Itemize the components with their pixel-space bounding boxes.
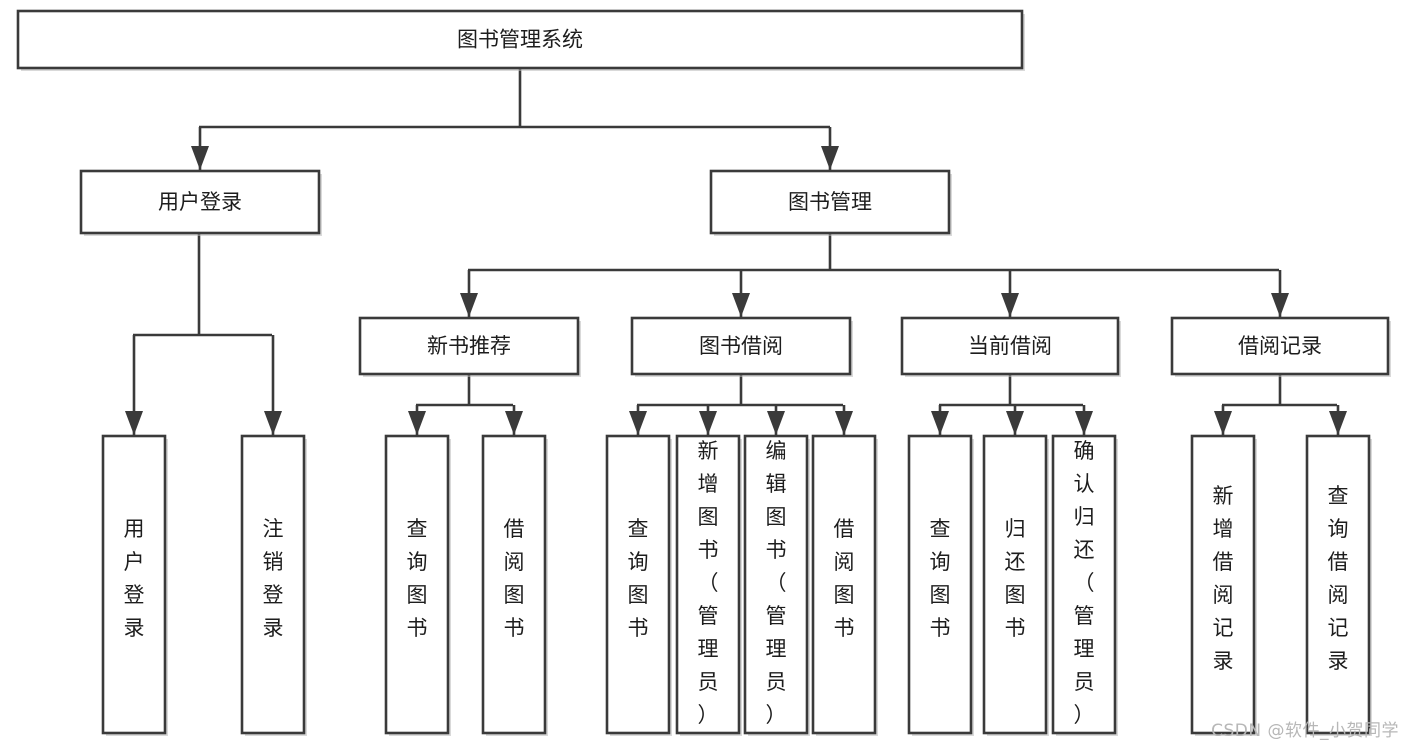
node-rect-leaf-query-book-recommend[interactable]	[384, 434, 450, 735]
node-book-borrow[interactable]: 图书借阅	[630, 316, 853, 377]
arrow-head-icon-leaf-query-borrow-record	[1329, 411, 1347, 435]
node-leaf-user-login[interactable]: 用户登录	[101, 434, 168, 736]
node-rect-root[interactable]	[16, 9, 1024, 70]
node-rect-leaf-add-book-admin[interactable]	[675, 434, 741, 735]
arrow-head-icon-leaf-query-book-current	[931, 411, 949, 435]
node-rect-leaf-borrow-book[interactable]	[811, 434, 877, 735]
node-rect-leaf-user-login[interactable]	[101, 434, 167, 735]
arrow-head-icon-new-book-recommend	[460, 293, 478, 317]
connector-arrowheads	[125, 146, 1347, 435]
arrow-head-icon-leaf-borrow-book-recommend	[505, 411, 523, 435]
node-label-leaf-edit-book-admin: 编辑图书（管理员）	[766, 439, 787, 727]
arrow-head-icon-book-management	[821, 146, 839, 170]
node-rect-leaf-edit-book-admin[interactable]	[743, 434, 809, 735]
node-label-leaf-add-book-admin: 新增图书（管理员）	[698, 439, 719, 727]
arrow-head-icon-leaf-add-borrow-record	[1214, 411, 1232, 435]
node-label-leaf-confirm-return-admin: 确认归还（管理员）	[1074, 439, 1095, 727]
node-label-new-book-recommend: 新书推荐	[427, 334, 511, 358]
node-leaf-logout-login[interactable]: 注销登录	[240, 434, 307, 736]
node-label-book-borrow: 图书借阅	[699, 334, 783, 358]
node-leaf-query-borrow-record[interactable]: 查询借阅记录	[1305, 434, 1372, 736]
node-rect-leaf-query-book-current[interactable]	[907, 434, 973, 735]
arrow-head-icon-leaf-query-book-recommend	[408, 411, 426, 435]
node-label-leaf-add-borrow-record: 新增借阅记录	[1213, 484, 1234, 673]
node-leaf-query-book-borrow[interactable]: 查询图书	[605, 434, 672, 736]
node-rect-book-management[interactable]	[709, 169, 951, 235]
node-label-leaf-logout-login: 注销登录	[263, 517, 284, 640]
node-rect-leaf-query-borrow-record[interactable]	[1305, 434, 1371, 735]
node-current-borrow[interactable]: 当前借阅	[900, 316, 1121, 377]
node-leaf-query-book-current[interactable]: 查询图书	[907, 434, 974, 736]
node-label-leaf-query-borrow-record: 查询借阅记录	[1328, 484, 1349, 673]
node-leaf-edit-book-admin[interactable]: 编辑图书（管理员）	[743, 434, 810, 736]
node-rect-book-borrow[interactable]	[630, 316, 852, 376]
node-leaf-add-book-admin[interactable]: 新增图书（管理员）	[675, 434, 742, 736]
node-leaf-borrow-book[interactable]: 借阅图书	[811, 434, 878, 736]
node-rect-leaf-logout-login[interactable]	[240, 434, 306, 735]
node-label-leaf-borrow-book-recommend: 借阅图书	[504, 517, 525, 640]
arrow-head-icon-leaf-user-login	[125, 411, 143, 435]
node-label-leaf-return-book: 归还图书	[1005, 517, 1026, 640]
node-rect-leaf-confirm-return-admin[interactable]	[1051, 434, 1117, 735]
node-rect-user-login[interactable]	[79, 169, 321, 235]
node-label-leaf-query-book-current: 查询图书	[930, 517, 951, 640]
node-label-leaf-user-login: 用户登录	[124, 517, 145, 640]
arrow-head-icon-current-borrow	[1001, 293, 1019, 317]
node-leaf-add-borrow-record[interactable]: 新增借阅记录	[1190, 434, 1257, 736]
arrow-head-icon-leaf-return-book	[1006, 411, 1024, 435]
node-root[interactable]: 图书管理系统	[16, 9, 1025, 71]
arrow-head-icon-book-borrow	[732, 293, 750, 317]
node-label-borrow-record: 借阅记录	[1238, 334, 1322, 358]
connector-lines	[132, 68, 1340, 435]
node-label-book-management: 图书管理	[788, 190, 872, 214]
node-boxes: 图书管理系统用户登录图书管理新书推荐图书借阅当前借阅借阅记录用户登录注销登录查询…	[16, 9, 1391, 736]
node-leaf-query-book-recommend[interactable]: 查询图书	[384, 434, 451, 736]
arrow-head-icon-leaf-query-book-borrow	[629, 411, 647, 435]
arrow-head-icon-leaf-borrow-book	[835, 411, 853, 435]
node-leaf-return-book[interactable]: 归还图书	[982, 434, 1049, 736]
node-leaf-borrow-book-recommend[interactable]: 借阅图书	[481, 434, 548, 736]
watermark-text: CSDN @软件_小贺同学	[1211, 721, 1399, 741]
node-label-root: 图书管理系统	[457, 28, 583, 52]
node-rect-leaf-borrow-book-recommend[interactable]	[481, 434, 547, 735]
arrow-head-icon-borrow-record	[1271, 293, 1289, 317]
node-rect-current-borrow[interactable]	[900, 316, 1120, 376]
node-new-book-recommend[interactable]: 新书推荐	[358, 316, 581, 377]
node-rect-borrow-record[interactable]	[1170, 316, 1390, 376]
node-user-login[interactable]: 用户登录	[79, 169, 322, 236]
arrow-head-icon-leaf-edit-book-admin	[767, 411, 785, 435]
node-rect-leaf-add-borrow-record[interactable]	[1190, 434, 1256, 735]
node-label-user-login: 用户登录	[158, 190, 242, 214]
arrow-head-icon-leaf-confirm-return-admin	[1075, 411, 1093, 435]
node-rect-leaf-query-book-borrow[interactable]	[605, 434, 671, 735]
node-borrow-record[interactable]: 借阅记录	[1170, 316, 1391, 377]
arrow-head-icon-leaf-add-book-admin	[699, 411, 717, 435]
node-label-leaf-borrow-book: 借阅图书	[834, 517, 855, 640]
node-label-leaf-query-book-borrow: 查询图书	[628, 517, 649, 640]
node-rect-leaf-return-book[interactable]	[982, 434, 1048, 735]
node-leaf-confirm-return-admin[interactable]: 确认归还（管理员）	[1051, 434, 1118, 736]
arrow-head-icon-leaf-logout-login	[264, 411, 282, 435]
node-label-current-borrow: 当前借阅	[968, 334, 1052, 358]
node-rect-new-book-recommend[interactable]	[358, 316, 580, 376]
node-label-leaf-query-book-recommend: 查询图书	[407, 517, 428, 640]
node-book-management[interactable]: 图书管理	[709, 169, 952, 236]
arrow-head-icon-user-login	[191, 146, 209, 170]
